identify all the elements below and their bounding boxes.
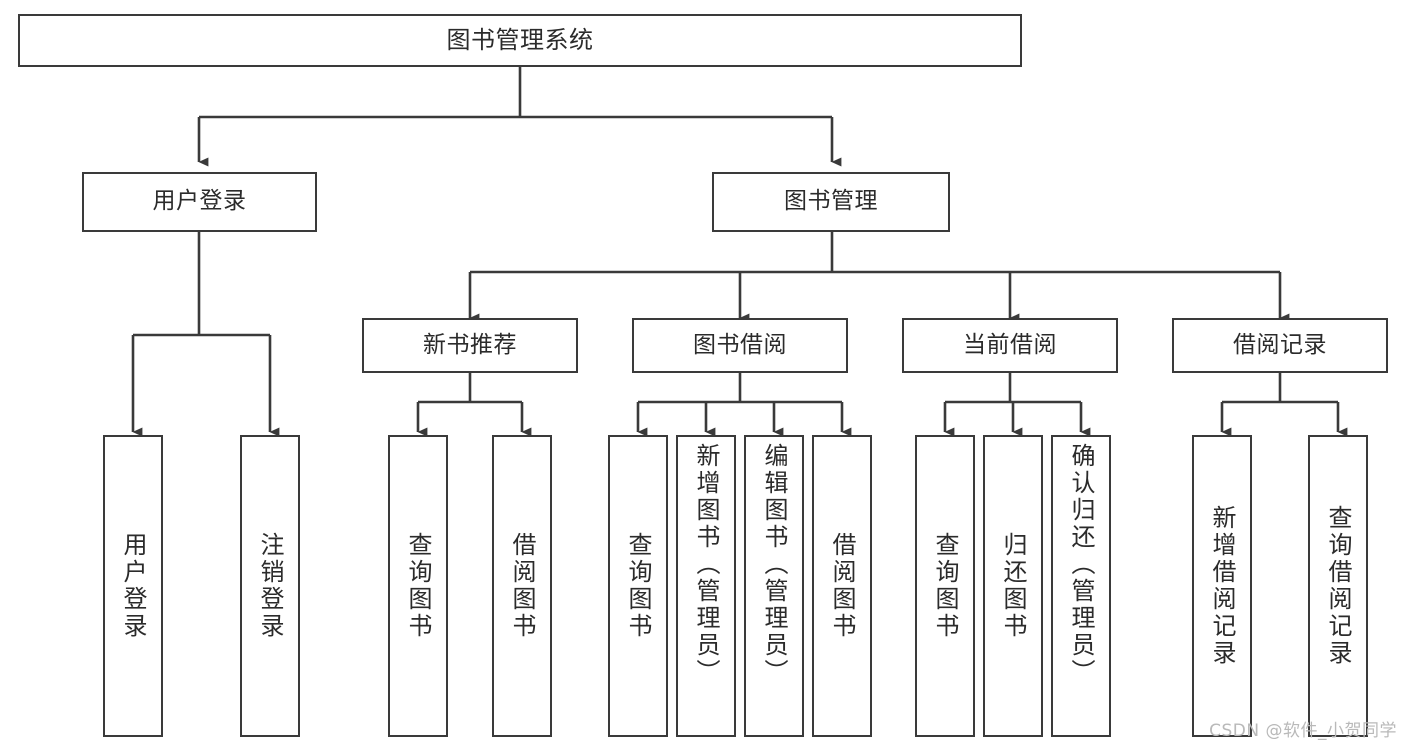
leaf-book-borrow-edit-book-admin[interactable]: 编辑图书（管理员） [744,435,804,737]
leaf-book-borrow-query-book[interactable]: 查询图书 [608,435,668,737]
node-label: 编辑图书（管理员） [760,443,788,686]
node-label: 查询图书 [624,532,652,640]
node-book-borrow[interactable]: 图书借阅 [632,318,848,373]
leaf-borrow-record-query-record[interactable]: 查询借阅记录 [1308,435,1368,737]
node-label: 注销登录 [256,532,284,640]
node-label: 借阅图书 [508,532,536,640]
node-label: 图书管理系统 [446,26,594,55]
node-label: 用户登录 [152,188,247,215]
node-book-management[interactable]: 图书管理 [712,172,950,232]
node-user-login[interactable]: 用户登录 [82,172,317,232]
node-label: 当前借阅 [963,331,1057,358]
node-label: 图书管理 [784,188,878,215]
leaf-book-borrow-borrow-book[interactable]: 借阅图书 [812,435,872,737]
leaf-new-book-query-book[interactable]: 查询图书 [388,435,448,737]
node-current-borrow[interactable]: 当前借阅 [902,318,1118,373]
node-label: 用户登录 [119,532,147,640]
node-label: 借阅记录 [1233,331,1327,358]
node-label: 新增图书（管理员） [692,443,720,686]
leaf-book-borrow-add-book-admin[interactable]: 新增图书（管理员） [676,435,736,737]
leaf-current-borrow-confirm-return-admin[interactable]: 确认归还（管理员） [1051,435,1111,737]
node-label: 借阅图书 [828,532,856,640]
leaf-current-borrow-return-book[interactable]: 归还图书 [983,435,1043,737]
leaf-user-login-logout[interactable]: 注销登录 [240,435,300,737]
node-label: 图书借阅 [693,331,787,358]
node-label: 归还图书 [999,532,1027,640]
node-label: 确认归还（管理员） [1067,443,1095,686]
leaf-current-borrow-query-book[interactable]: 查询图书 [915,435,975,737]
node-label: 查询借阅记录 [1324,505,1352,667]
leaf-new-book-borrow-book[interactable]: 借阅图书 [492,435,552,737]
node-label: 查询图书 [404,532,432,640]
csdn-watermark: CSDN @软件_小贺同学 [1209,721,1397,741]
leaf-borrow-record-add-record[interactable]: 新增借阅记录 [1192,435,1252,737]
node-new-book-recommend[interactable]: 新书推荐 [362,318,578,373]
leaf-user-login-login[interactable]: 用户登录 [103,435,163,737]
node-label: 新增借阅记录 [1208,505,1236,667]
node-borrow-record[interactable]: 借阅记录 [1172,318,1388,373]
node-label: 新书推荐 [423,331,517,358]
node-label: 查询图书 [931,532,959,640]
node-root-book-management-system[interactable]: 图书管理系统 [18,14,1022,67]
